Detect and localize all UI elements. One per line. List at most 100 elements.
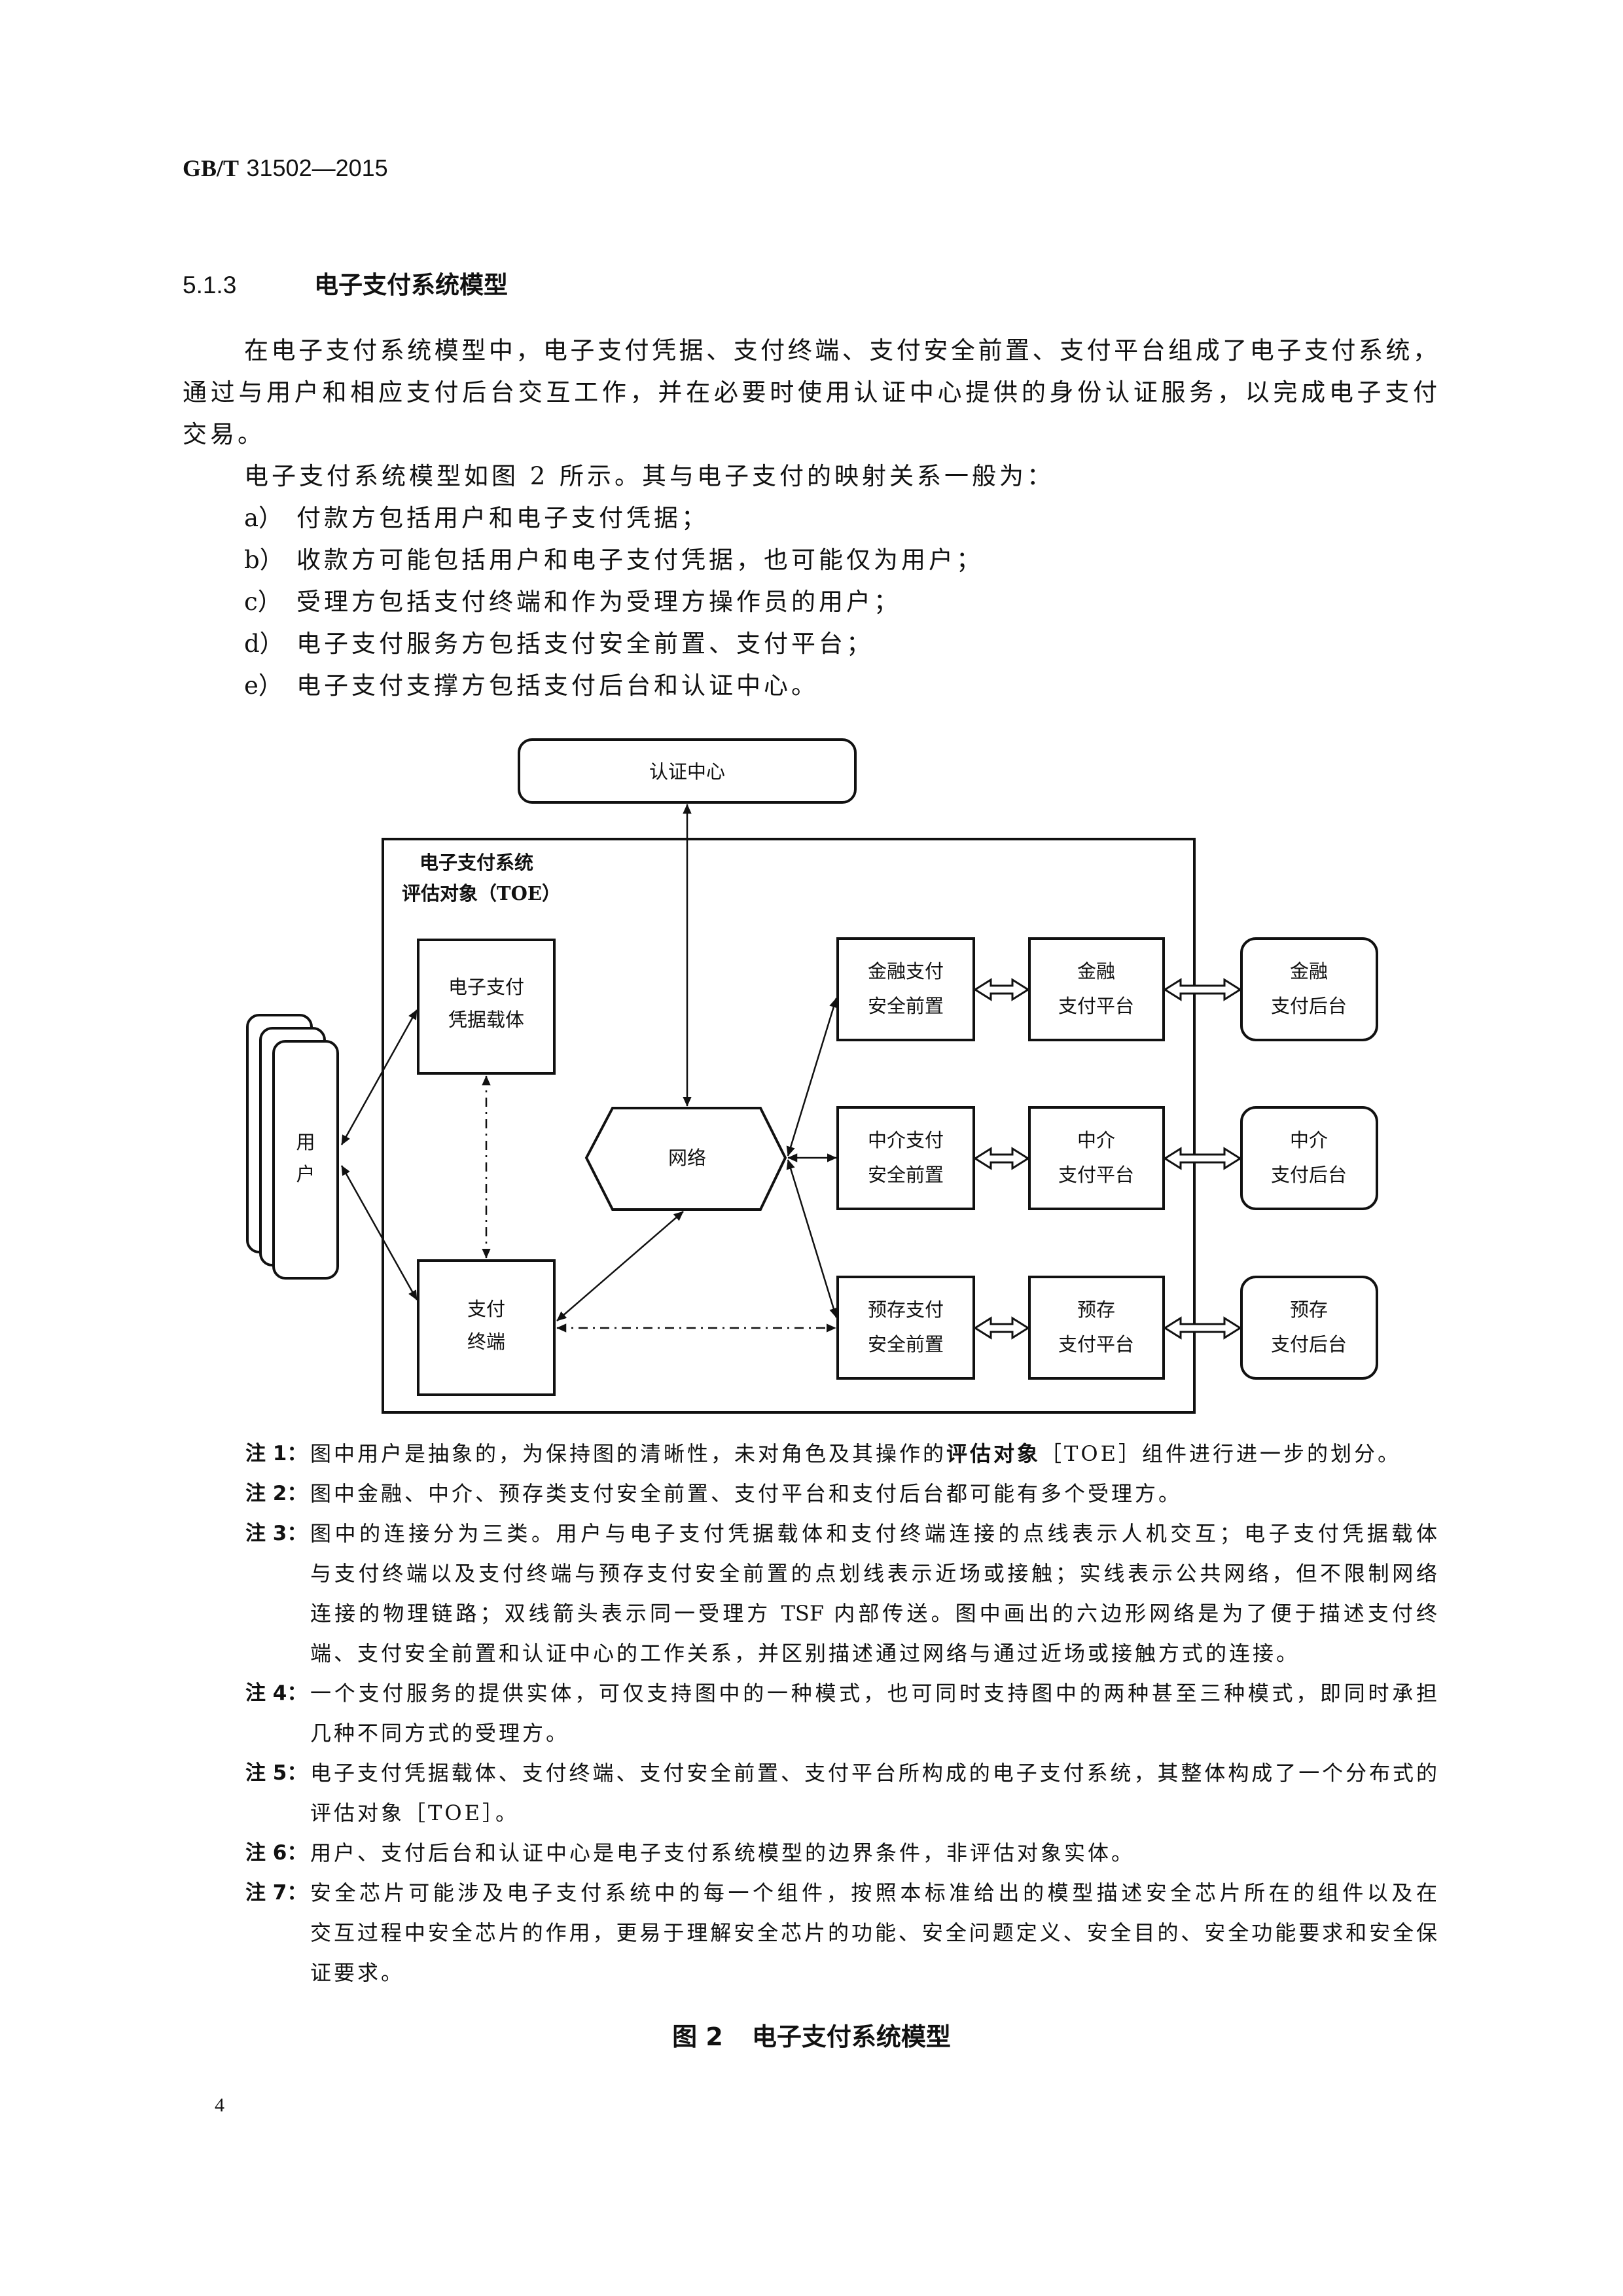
list-item: e） 电子支付支撑方包括支付后台和认证中心。 bbox=[244, 665, 1437, 707]
double-arrow-prepaid-platform-backend bbox=[1163, 1316, 1242, 1340]
note-label: 注 4： bbox=[245, 1681, 308, 1705]
note-line: 端、支付安全前置和认证中心的工作关系，并区别描述通过网络与通过近场或接触方式的连… bbox=[310, 1641, 1300, 1666]
credential-carrier-label: 电子支付 bbox=[448, 976, 524, 998]
arrow-network-prepaid-front bbox=[786, 1159, 838, 1318]
double-arrow-intermediary-front-platform bbox=[973, 1147, 1030, 1170]
note-2: 注 2： 图中金融、中介、预存类支付安全前置、支付平台和支付后台都可能有多个受理… bbox=[245, 1474, 1437, 1514]
note-line: 图中用户是抽象的，为保持图的清晰性，未对角色及其操作的评估对象［TOE］组件进行… bbox=[310, 1434, 1437, 1474]
auth-center-box bbox=[518, 738, 857, 804]
financial-platform-label: 支付平台 bbox=[1058, 995, 1134, 1017]
section-number: 5.1.3 bbox=[183, 272, 237, 298]
intermediary-front-box bbox=[836, 1106, 975, 1210]
note-3: 注 3： 图中的连接分为三类。用户与电子支付凭据载体和支付终端连接的点线表示人机… bbox=[245, 1514, 1437, 1674]
intermediary-backend-box bbox=[1240, 1106, 1378, 1210]
note-line: 一个支付服务的提供实体，可仅支持图中的一种模式，也可同时支持图中的两种甚至三种模… bbox=[310, 1681, 1437, 1706]
financial-front-box bbox=[836, 937, 975, 1041]
intermediary-platform-label: 支付平台 bbox=[1058, 1164, 1134, 1186]
auth-center-label: 认证中心 bbox=[649, 761, 725, 783]
toe-subtitle: 评估对象（TOE） bbox=[402, 882, 561, 905]
note-line: 图中的连接分为三类。用户与电子支付凭据载体和支付终端连接的点线表示人机交互；电子… bbox=[310, 1521, 1437, 1546]
note-line: 连接的物理链路；双线箭头表示同一受理方 TSF 内部传送。图中画出的六边形网络是… bbox=[310, 1601, 1437, 1626]
double-arrow-financial-platform-backend bbox=[1163, 978, 1242, 1001]
prepaid-front-label: 预存支付 bbox=[868, 1299, 944, 1321]
standard-prefix: GB/T bbox=[183, 155, 240, 181]
list-item-label: c） bbox=[244, 588, 282, 616]
arrow-user-credential-carrier bbox=[340, 1009, 418, 1145]
figure-title: 电子支付系统模型 bbox=[751, 2022, 951, 2051]
list-item-label: d） bbox=[244, 630, 284, 658]
credential-carrier-label: 凭据载体 bbox=[448, 1009, 524, 1031]
prepaid-front-label: 安全前置 bbox=[868, 1333, 944, 1355]
prepaid-front-box bbox=[836, 1276, 975, 1380]
note-text: ［TOE］组件进行进一步的划分。 bbox=[1041, 1441, 1401, 1466]
note-label: 注 7： bbox=[245, 1881, 308, 1905]
figure-caption: 图 2 电子支付系统模型 bbox=[0, 2020, 1623, 2053]
financial-front-label: 安全前置 bbox=[868, 995, 944, 1017]
note-label: 注 2： bbox=[245, 1482, 308, 1505]
section-body: 在电子支付系统模型中，电子支付凭据、支付终端、支付安全前置、支付平台组成了电子支… bbox=[183, 330, 1437, 707]
note-label: 注 1： bbox=[245, 1442, 308, 1465]
user-stack bbox=[246, 1014, 339, 1280]
note-line: 图中金融、中介、预存类支付安全前置、支付平台和支付后台都可能有多个受理方。 bbox=[310, 1481, 1183, 1506]
network-label: 网络 bbox=[668, 1147, 706, 1169]
note-text-bold: 评估对象 bbox=[946, 1441, 1041, 1466]
note-label: 注 6： bbox=[245, 1841, 308, 1865]
intermediary-platform-label: 中介 bbox=[1077, 1129, 1115, 1151]
figure-2-diagram: 认证中心 电子支付系统 评估对象（TOE） 用 户 电子支付 凭据载体 支付 终… bbox=[246, 738, 1378, 1414]
double-arrow-intermediary-platform-backend bbox=[1163, 1147, 1242, 1170]
financial-platform-label: 金融 bbox=[1077, 960, 1115, 982]
note-line: 证要求。 bbox=[310, 1960, 405, 1985]
list-item: a） 付款方包括用户和电子支付凭据； bbox=[244, 497, 1437, 539]
arrow-terminal-network bbox=[556, 1211, 684, 1321]
document-header: GB/T 31502—2015 bbox=[183, 152, 388, 184]
prepaid-platform-label: 支付平台 bbox=[1058, 1333, 1134, 1355]
paragraph-line: 通过与用户和相应支付后台交互工作，并在必要时使用认证中心提供的身份认证服务，以完… bbox=[183, 378, 1437, 406]
note-1: 注 1： 图中用户是抽象的，为保持图的清晰性，未对角色及其操作的评估对象［TOE… bbox=[245, 1434, 1437, 1474]
note-label: 注 5： bbox=[245, 1761, 308, 1785]
list-item-label: b） bbox=[244, 546, 284, 574]
prepaid-backend-label: 预存 bbox=[1290, 1299, 1328, 1321]
user-card-front bbox=[272, 1040, 339, 1280]
list-item-text: 付款方包括用户和电子支付凭据； bbox=[296, 504, 709, 532]
financial-platform-box bbox=[1028, 937, 1165, 1041]
list-item: c） 受理方包括支付终端和作为受理方操作员的用户； bbox=[244, 581, 1437, 623]
payment-terminal-label: 支付 bbox=[467, 1298, 505, 1320]
intermediary-front-label: 安全前置 bbox=[868, 1164, 944, 1186]
financial-backend-label: 支付后台 bbox=[1271, 995, 1347, 1017]
list-item-text: 电子支付支撑方包括支付后台和认证中心。 bbox=[296, 672, 819, 700]
user-label: 用 bbox=[296, 1131, 315, 1153]
list-item: b） 收款方可能包括用户和电子支付凭据，也可能仅为用户； bbox=[244, 539, 1437, 581]
note-line: 与支付终端以及支付终端与预存支付安全前置的点划线表示近场或接触；实线表示公共网络… bbox=[310, 1561, 1437, 1586]
section-title: 电子支付系统模型 bbox=[314, 271, 508, 299]
note-5: 注 5： 电子支付凭据载体、支付终端、支付安全前置、支付平台所构成的电子支付系统… bbox=[245, 1753, 1437, 1833]
credential-carrier-box bbox=[417, 939, 556, 1075]
arrow-network-financial-front bbox=[786, 997, 838, 1157]
note-label: 注 3： bbox=[245, 1522, 308, 1545]
double-arrow-financial-front-platform bbox=[973, 978, 1030, 1001]
note-line: 评估对象［TOE］。 bbox=[310, 1801, 519, 1825]
note-line: 安全芯片可能涉及电子支付系统中的每一个组件，按照本标准给出的模型描述安全芯片所在… bbox=[310, 1880, 1437, 1905]
note-line: 用户、支付后台和认证中心是电子支付系统模型的边界条件，非评估对象实体。 bbox=[310, 1840, 1135, 1865]
note-text: 图中用户是抽象的，为保持图的清晰性，未对角色及其操作的 bbox=[310, 1441, 947, 1466]
list-item-text: 电子支付服务方包括支付安全前置、支付平台； bbox=[296, 630, 874, 658]
payment-terminal-label: 终端 bbox=[467, 1331, 505, 1353]
note-7: 注 7： 安全芯片可能涉及电子支付系统中的每一个组件，按照本标准给出的模型描述安… bbox=[245, 1873, 1437, 1993]
prepaid-platform-box bbox=[1028, 1276, 1165, 1380]
note-6: 注 6： 用户、支付后台和认证中心是电子支付系统模型的边界条件，非评估对象实体。 bbox=[245, 1833, 1437, 1873]
arrow-user-payment-terminal bbox=[340, 1165, 418, 1300]
note-line: 交互过程中安全芯片的作用，更易于理解安全芯片的功能、安全问题定义、安全目的、安全… bbox=[310, 1920, 1437, 1945]
payment-terminal-box bbox=[417, 1259, 556, 1396]
paragraph-line: 交易。 bbox=[183, 420, 265, 448]
page-number: 4 bbox=[215, 2094, 224, 2116]
figure-number: 图 2 bbox=[672, 2022, 723, 2051]
prepaid-backend-box bbox=[1240, 1276, 1378, 1380]
list-item-label: e） bbox=[244, 672, 283, 700]
financial-front-label: 金融支付 bbox=[868, 960, 944, 982]
list-item: d） 电子支付服务方包括支付安全前置、支付平台； bbox=[244, 623, 1437, 665]
list-item-label: a） bbox=[244, 504, 283, 532]
intermediary-backend-label: 支付后台 bbox=[1271, 1164, 1347, 1186]
double-arrow-prepaid-front-platform bbox=[973, 1316, 1030, 1340]
note-line: 几种不同方式的受理方。 bbox=[310, 1721, 570, 1746]
intermediary-platform-box bbox=[1028, 1106, 1165, 1210]
prepaid-platform-label: 预存 bbox=[1077, 1299, 1115, 1321]
